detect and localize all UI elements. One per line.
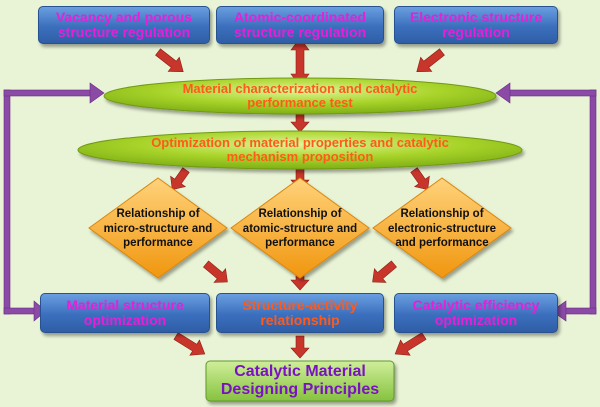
- ellipse-characterization-shape: [103, 77, 497, 115]
- bottom-box-material: Material structure optimization: [40, 293, 210, 333]
- diamond-micro-text: Relationship of micro-structure and perf…: [103, 208, 213, 250]
- diamond-electronic-text: Relationship of electronic-structure and…: [387, 208, 496, 250]
- top-box-atomic: Atomic-coordinated structure regulation: [216, 6, 384, 44]
- final-box-shape: [205, 360, 395, 402]
- top-box-electronic: Electronic structure regulation: [394, 6, 558, 44]
- top-box-vacancy: Vacancy and porous structure regulation: [38, 6, 210, 44]
- bottom-box-structure-activity: Structure-activity relationship: [216, 293, 384, 333]
- diamond-micro-shape: [88, 177, 228, 279]
- ellipse-optimization-text: Optimization of material properties and …: [151, 135, 449, 164]
- diamond-atomic-text: Relationship of atomic-structure and per…: [242, 208, 358, 250]
- final-box-text: Catalytic Material Designing Principles: [220, 363, 380, 398]
- diamond-atomic-shape: [230, 177, 370, 279]
- feedback-arrows: [3, 82, 597, 322]
- diamond-electronic-shape: [372, 177, 512, 279]
- ellipse-characterization-text: Material characterization and catalytic …: [182, 81, 418, 110]
- ellipse-optimization-shape: [77, 130, 523, 170]
- bottom-box-catalytic: Catalytic efficiency optimization: [394, 293, 558, 333]
